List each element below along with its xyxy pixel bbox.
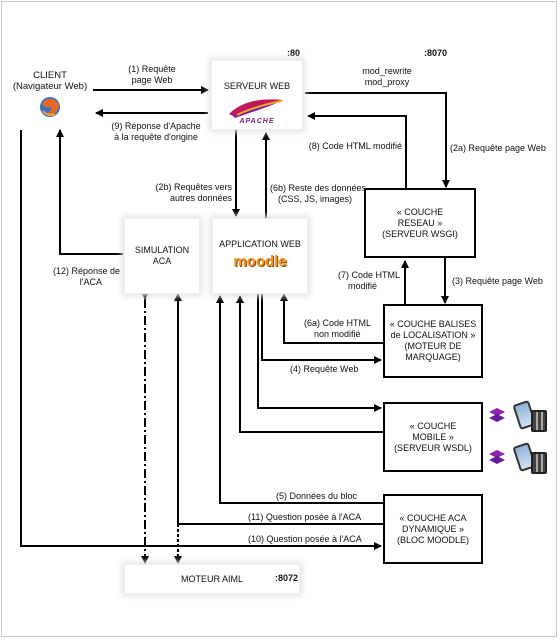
simulation-line2: ACA bbox=[152, 256, 172, 266]
balises-line1: « COUCHE BALISES bbox=[389, 319, 477, 329]
couche-mobile-box: « COUCHE MOBILE » (SERVEUR WSDL) bbox=[383, 402, 483, 472]
phone-icon-1 bbox=[531, 410, 547, 432]
aca-dyn-line3: (BLOC MOODLE) bbox=[396, 534, 469, 545]
mobile-line1: « COUCHE bbox=[409, 420, 457, 431]
balises-line4: MARQUAGE) bbox=[405, 352, 461, 362]
label-9a: (9) Réponse d'Apache bbox=[111, 121, 201, 131]
label-1a: (1) Requête bbox=[128, 64, 176, 74]
label-3: (3) Requête page Web bbox=[452, 276, 543, 286]
couche-aca-dynamique-box: « COUCHE ACA DYNAMIQUE » (BLOC MOODLE) bbox=[383, 494, 483, 564]
phone-icon-2 bbox=[531, 452, 547, 474]
couche-balises-box: « COUCHE BALISES de LOCALISATION » (MOTE… bbox=[383, 304, 483, 378]
moodle-logo: moodle bbox=[233, 253, 287, 270]
port-8072: :8072 bbox=[275, 573, 299, 583]
label-10: (10) Question posée à l'ACA bbox=[248, 534, 362, 544]
aca-dyn-line2: DYNAMIQUE » bbox=[401, 523, 464, 534]
label-9b: à la requête d'origine bbox=[114, 132, 198, 142]
label-1b: page Web bbox=[131, 75, 173, 85]
apache-feather-icon bbox=[229, 99, 283, 118]
serveur-web-label: SERVEUR WEB bbox=[223, 81, 291, 91]
label-7b: modifié bbox=[348, 281, 378, 291]
simulation-aca-box: SIMULATION ACA bbox=[124, 218, 200, 294]
label-6a-b: non modifié bbox=[314, 329, 361, 339]
label-6b-b: (CSS, JS, images) bbox=[278, 194, 353, 204]
port-8070: :8070 bbox=[424, 48, 448, 58]
label-4: (4) Requête Web bbox=[290, 364, 359, 374]
label-8: (8) Code HTML modifié bbox=[308, 141, 402, 151]
client-node: CLIENT (Navigateur Web) bbox=[4, 66, 96, 128]
couche-reseau-box: « COUCHE RESEAU » (SERVEUR WSGI) bbox=[364, 188, 476, 258]
client-label: CLIENT bbox=[33, 70, 67, 81]
wireless-signal-icon-1 bbox=[489, 408, 505, 422]
balises-line3: (MOTEUR DE bbox=[404, 341, 462, 351]
wireless-signal-icon-2 bbox=[489, 450, 505, 464]
label-2b-a: (2b) Requêtes vers bbox=[155, 182, 232, 192]
balises-line2: de LOCALISATION » bbox=[390, 330, 476, 340]
application-web-label: APPLICATION WEB bbox=[219, 239, 301, 249]
label-5: (5) Données du bloc bbox=[276, 491, 358, 501]
serveur-web-box: SERVEUR WEB APACHE bbox=[211, 60, 303, 130]
label-12b: l'ACA bbox=[79, 277, 102, 287]
label-6a-a: (6a) Code HTML bbox=[304, 318, 372, 328]
mobile-line2: MOBILE » bbox=[412, 431, 454, 442]
simulation-line1: SIMULATION bbox=[134, 245, 190, 255]
arrow-4-web-request bbox=[261, 294, 382, 364]
arrow-6a-html-unmodified bbox=[280, 293, 384, 344]
label-mod-rewrite: mod_rewrite bbox=[362, 66, 412, 76]
arrow-2a-request bbox=[305, 92, 450, 188]
label-7a: (7) Code HTML bbox=[338, 270, 401, 280]
arrow-10-question bbox=[20, 130, 382, 550]
label-2b-b: autres données bbox=[169, 193, 232, 203]
port-80: :80 bbox=[287, 48, 301, 58]
arrow-8-html-modified bbox=[307, 112, 407, 188]
label-11: (11) Question posée à l'ACA bbox=[248, 512, 362, 522]
couche-reseau-line3: (SERVEUR WSGI) bbox=[382, 228, 458, 239]
label-12a: (12) Réponse de bbox=[52, 266, 120, 276]
apache-logo-text: APACHE bbox=[239, 118, 275, 125]
arrow-app-to-mobile bbox=[257, 294, 382, 412]
arrow-mobile-to-app bbox=[236, 295, 384, 433]
moteur-aiml-label: MOTEUR AIML bbox=[180, 573, 243, 584]
label-2a: (2a) Requête page Web bbox=[450, 143, 546, 153]
client-sublabel: (Navigateur Web) bbox=[12, 81, 88, 92]
aca-dyn-line1: « COUCHE ACA bbox=[399, 512, 467, 523]
mobile-line3: (SERVEUR WSDL) bbox=[394, 442, 472, 453]
label-6b-a: (6b) Reste des données bbox=[270, 183, 367, 193]
moteur-aiml-box: MOTEUR AIML bbox=[124, 564, 300, 594]
label-mod-proxy: mod_proxy bbox=[364, 77, 410, 87]
couche-reseau-line1: « COUCHE bbox=[396, 206, 444, 217]
arrow-12-aca-response bbox=[56, 129, 123, 255]
firefox-icon bbox=[40, 97, 60, 117]
application-web-box: APPLICATION WEB moodle bbox=[212, 218, 308, 294]
couche-reseau-line2: RESEAU » bbox=[397, 217, 443, 228]
arrow-5-block-data bbox=[216, 295, 384, 504]
